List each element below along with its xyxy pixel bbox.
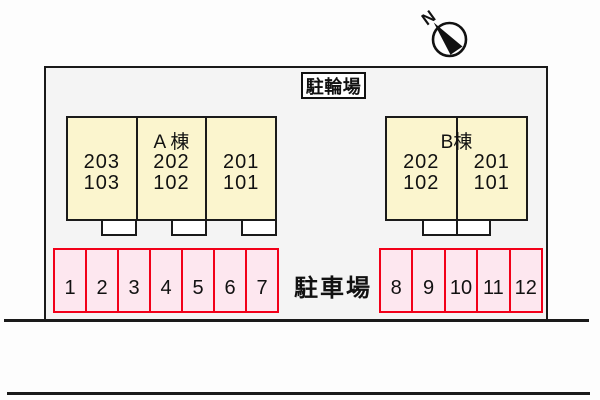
parking-space: 10 (445, 250, 477, 311)
unit-number: 202 (403, 150, 440, 173)
parking-space: 1 (55, 250, 85, 311)
unit-numbers: 201 101 (458, 150, 527, 194)
parking-space: 8 (381, 250, 412, 311)
unit-number: 202 (153, 150, 190, 173)
building-a-name: A 棟 (153, 132, 190, 153)
building-a-section-1: 203 103 (68, 118, 136, 219)
parking-space: 5 (183, 250, 213, 311)
building-a-entrance-1 (101, 219, 137, 236)
building-b: B棟 202 102 201 101 (385, 116, 528, 221)
unit-number: 203 (83, 150, 121, 173)
building-b-section-2: 201 101 (457, 118, 527, 219)
building-b-entrance-divider (455, 219, 458, 236)
building-a: A 棟 203 103 202 102 201 101 (66, 116, 277, 221)
parking-row-left: 1 2 3 4 5 6 7 (53, 248, 279, 313)
unit-number: 101 (473, 171, 510, 194)
building-a-entrance-3 (241, 219, 277, 236)
parking-space: 3 (119, 250, 149, 311)
unit-number: 201 (222, 150, 260, 173)
unit-number: 102 (153, 171, 190, 194)
unit-numbers: 202 102 (387, 150, 456, 194)
unit-number: 201 (473, 150, 510, 173)
unit-numbers: 203 103 (68, 150, 136, 194)
parking-space: 12 (510, 250, 541, 311)
parking-space: 2 (87, 250, 117, 311)
north-compass-icon: N (418, 7, 468, 58)
parking-space: 4 (151, 250, 181, 311)
road-line-lower (7, 392, 590, 395)
unit-number: 101 (222, 171, 260, 194)
unit-numbers: 201 101 (207, 150, 275, 194)
parking-space: 9 (413, 250, 444, 311)
parking-space: 11 (478, 250, 509, 311)
building-a-entrance-2 (171, 219, 207, 236)
road-line-upper (4, 319, 589, 322)
parking-space: 7 (247, 250, 277, 311)
building-a-section-3: 201 101 (207, 118, 275, 219)
car-parking-label: 駐車場 (294, 275, 372, 302)
building-b-name: B棟 (440, 132, 473, 153)
building-a-section-2: 202 102 (137, 118, 206, 219)
building-b-section-1: 202 102 (387, 118, 456, 219)
unit-number: 102 (403, 171, 440, 194)
compass-needle (433, 22, 463, 55)
compass-circle (431, 21, 468, 58)
unit-number: 103 (83, 171, 121, 194)
unit-numbers: 202 102 (138, 150, 206, 194)
building-b-entrance (422, 219, 491, 236)
bicycle-parking-label: 駐輪場 (301, 72, 366, 99)
parking-space: 6 (215, 250, 245, 311)
parking-row-right: 8 9 10 11 12 (379, 248, 543, 313)
